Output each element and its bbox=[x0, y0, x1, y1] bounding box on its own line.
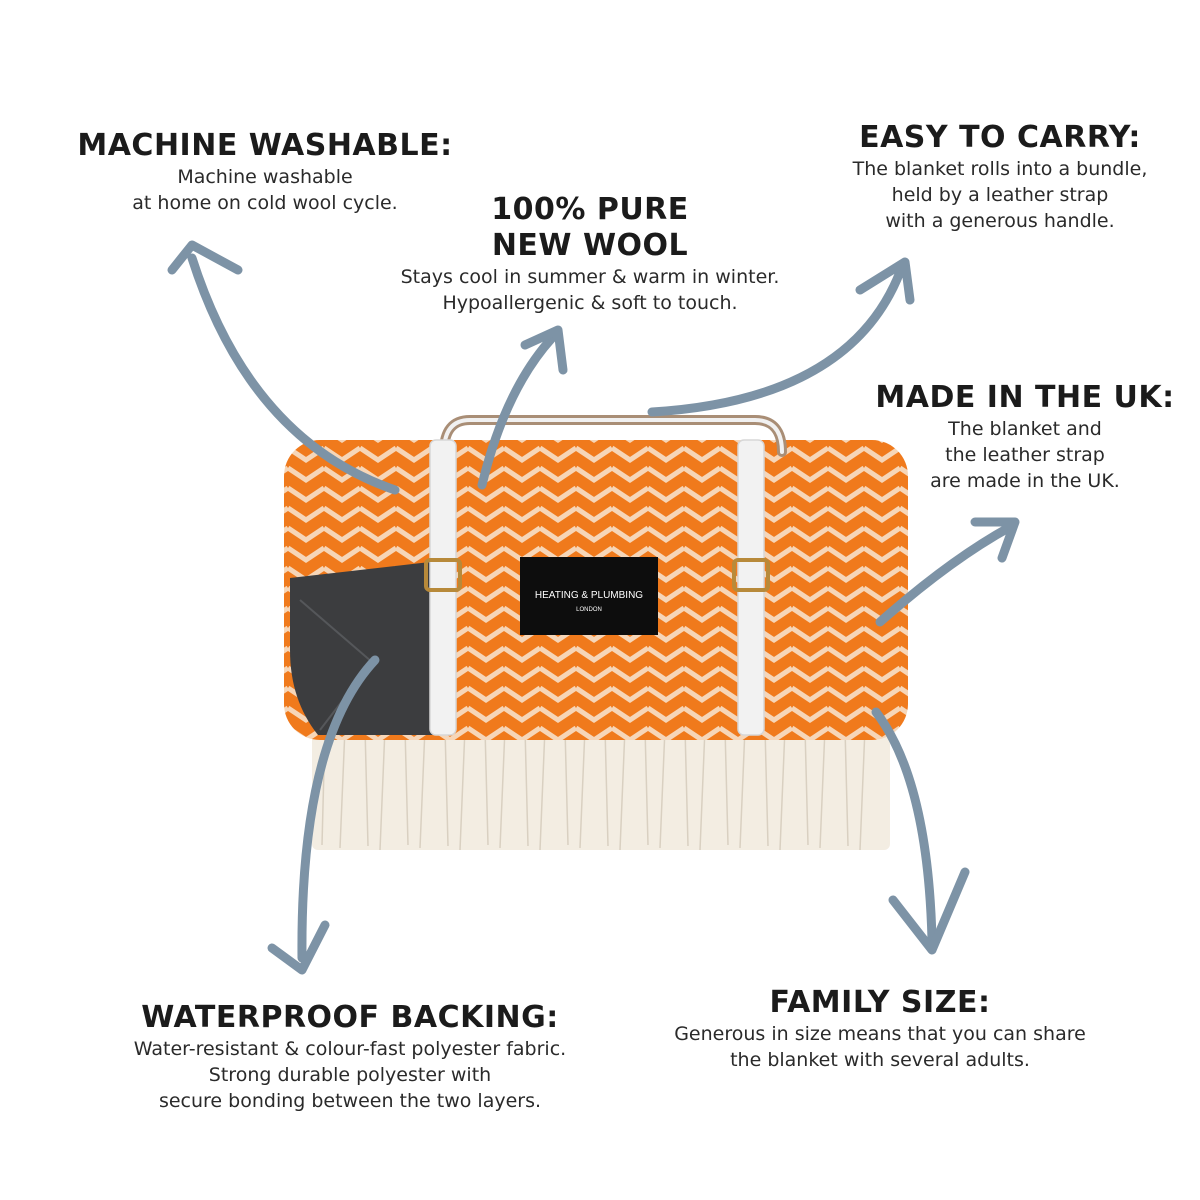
feature-text: The blanket rolls into a bundle, bbox=[852, 158, 1148, 180]
feature-made-uk: MADE IN THE UK: The blanket and the leat… bbox=[860, 380, 1190, 494]
arrow-waterproof bbox=[267, 655, 380, 975]
feature-text: Strong durable polyester with bbox=[208, 1064, 492, 1086]
feature-text: Water-resistant & colour-fast polyester … bbox=[133, 1038, 567, 1060]
brand-label: HEATING & PLUMBING LONDON bbox=[520, 557, 658, 635]
arrow-family-size bbox=[871, 707, 970, 955]
feature-text: held by a leather strap bbox=[891, 184, 1109, 206]
feature-title: WATERPROOF BACKING: bbox=[141, 1000, 559, 1035]
feature-title: FAMILY SIZE: bbox=[769, 985, 991, 1020]
feature-title: MACHINE WASHABLE: bbox=[77, 128, 453, 163]
leather-strap-left bbox=[424, 439, 462, 736]
label-brand-text: HEATING & PLUMBING bbox=[535, 590, 643, 601]
feature-text: the blanket with several adults. bbox=[730, 1049, 1030, 1071]
leather-strap-right bbox=[732, 439, 770, 736]
feature-pure-wool: 100% PURE NEW WOOL Stays cool in summer … bbox=[360, 192, 820, 316]
arrow-easy-carry bbox=[647, 257, 915, 417]
feature-text: secure bonding between the two layers. bbox=[158, 1090, 542, 1112]
feature-text: The blanket and bbox=[948, 418, 1102, 440]
feature-text: are made in the UK. bbox=[930, 470, 1120, 492]
arrow-pure-wool bbox=[477, 325, 568, 490]
arrow-made-uk bbox=[875, 517, 1020, 627]
feature-title: EASY TO CARRY: bbox=[859, 120, 1141, 155]
feature-text: the leather strap bbox=[945, 444, 1105, 466]
feature-waterproof: WATERPROOF BACKING: Water-resistant & co… bbox=[60, 1000, 640, 1114]
feature-text: Machine washable bbox=[177, 166, 353, 188]
blanket-fringe bbox=[312, 722, 890, 851]
feature-family-size: FAMILY SIZE: Generous in size means that… bbox=[620, 985, 1140, 1073]
feature-text: at home on cold wool cycle. bbox=[132, 192, 398, 214]
feature-easy-carry: EASY TO CARRY: The blanket rolls into a … bbox=[820, 120, 1180, 234]
feature-machine-washable: MACHINE WASHABLE: Machine washable at ho… bbox=[60, 128, 470, 216]
arrow-machine-washable bbox=[167, 240, 400, 495]
feature-text: Generous in size means that you can shar… bbox=[674, 1023, 1086, 1045]
feature-title: 100% PURE bbox=[491, 192, 689, 227]
waterproof-backing bbox=[290, 562, 445, 735]
feature-text: with a generous handle. bbox=[885, 210, 1115, 232]
feature-title: NEW WOOL bbox=[491, 228, 689, 263]
feature-text: Stays cool in summer & warm in winter. bbox=[400, 266, 780, 288]
feature-text: Hypoallergenic & soft to touch. bbox=[442, 292, 738, 314]
label-city-text: LONDON bbox=[576, 607, 602, 613]
feature-title: MADE IN THE UK: bbox=[875, 380, 1175, 415]
